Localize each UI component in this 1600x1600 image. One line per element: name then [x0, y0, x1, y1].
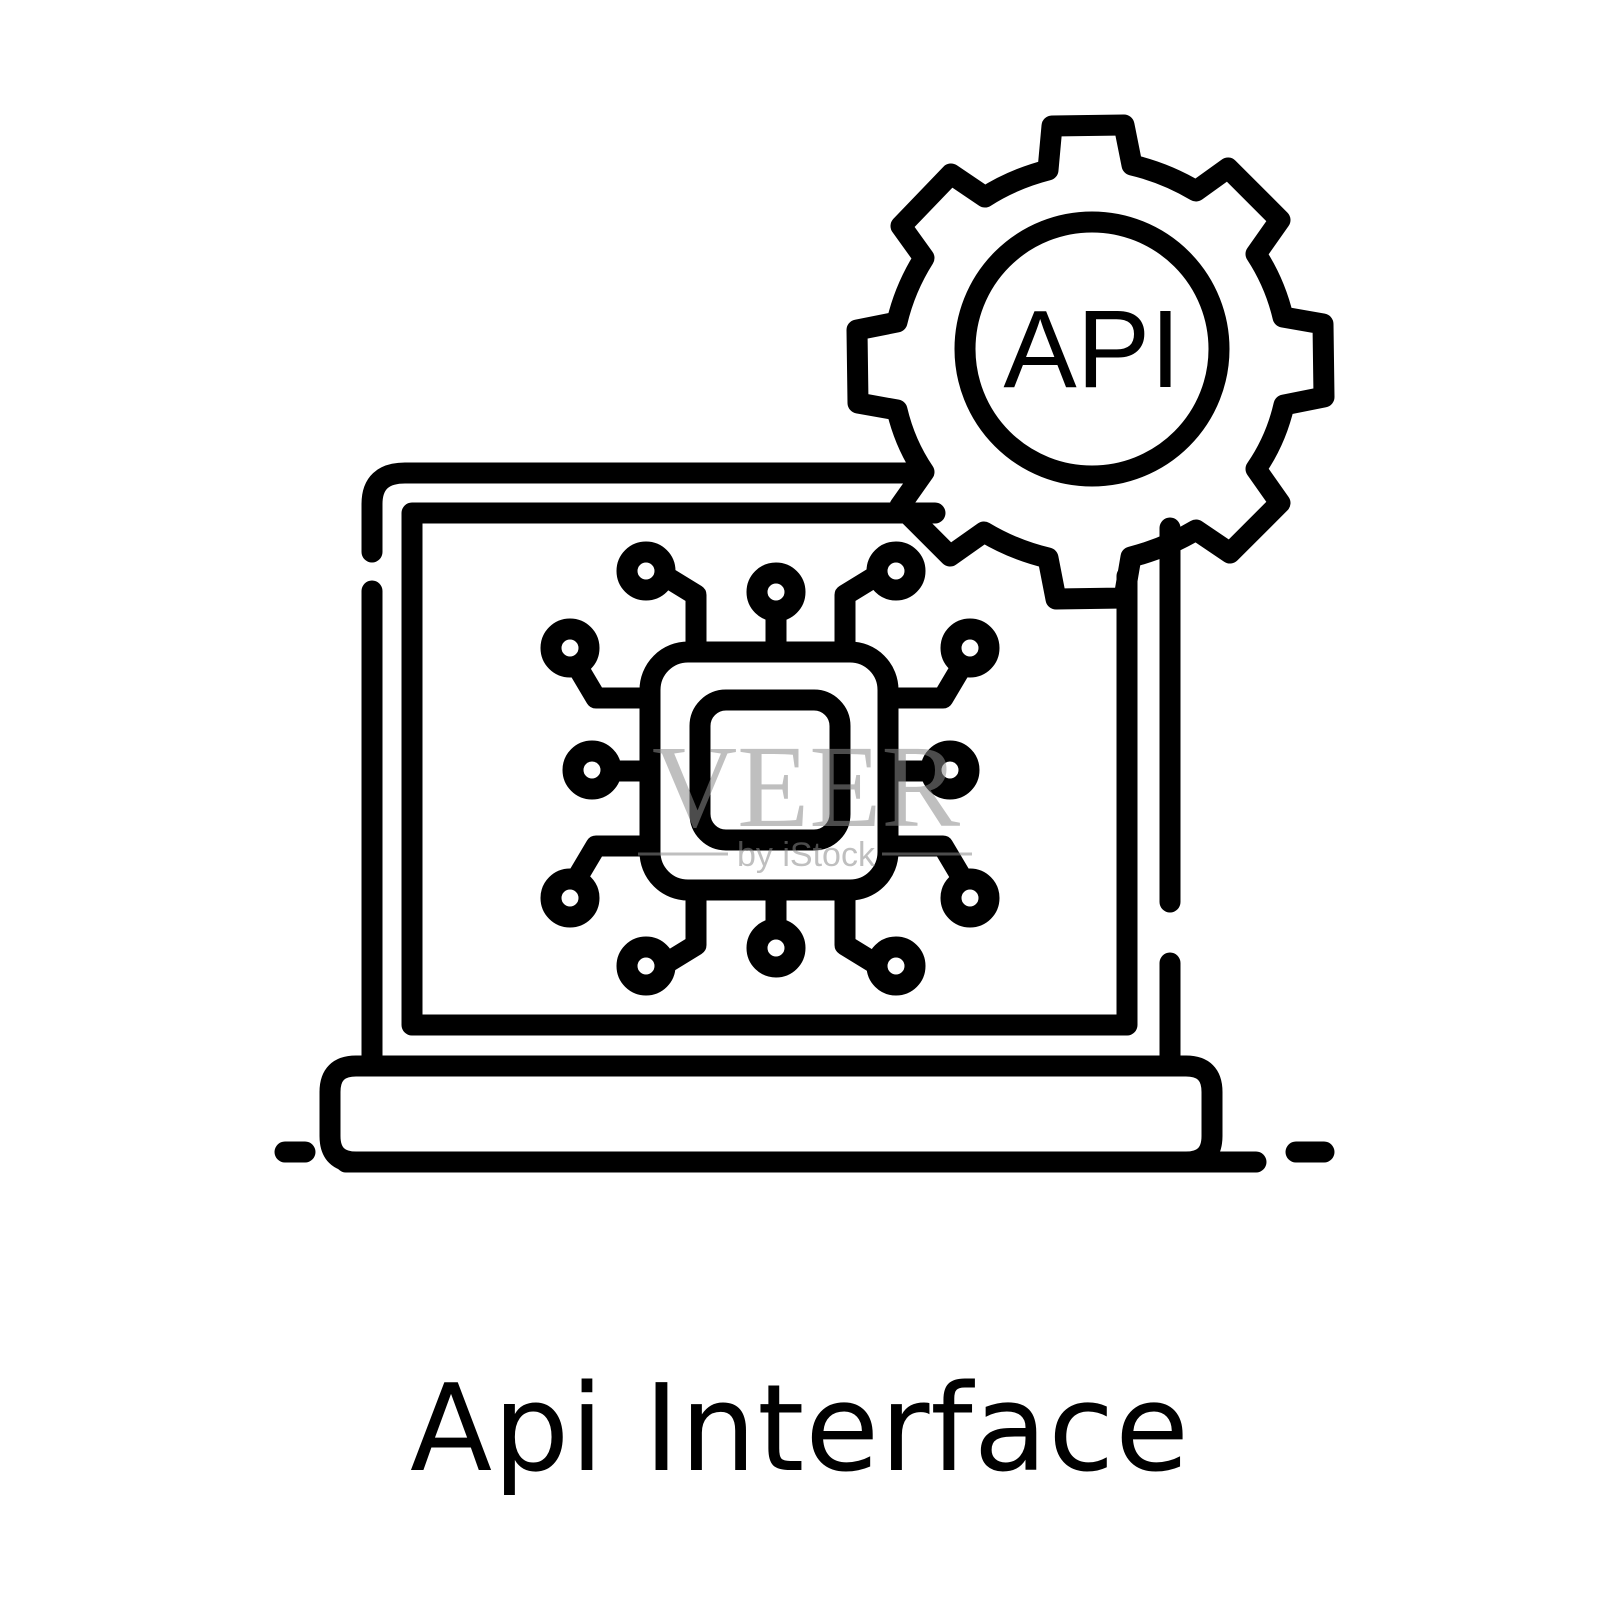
lead-bottom-left — [654, 879, 707, 975]
laptop-icon — [274, 462, 1335, 1173]
caption-title: Api Interface — [410, 1360, 1190, 1499]
watermark: VEER by iStock — [638, 721, 972, 874]
node-right-bottom — [940, 868, 1000, 928]
watermark-main: VEER — [652, 721, 960, 852]
node-bottom-left — [616, 936, 676, 996]
lead-right-bottom — [877, 835, 973, 889]
lead-top-left — [654, 565, 707, 663]
node-top-center — [746, 562, 806, 622]
gear-icon — [846, 114, 1335, 610]
node-right-middle — [920, 740, 980, 800]
circuit-chip-icon — [540, 541, 1000, 996]
node-right-top — [940, 618, 1000, 678]
node-left-top — [540, 618, 600, 678]
laptop-lid-outline — [361, 462, 931, 563]
gear-hub-ring — [954, 211, 1230, 487]
lead-bottom-right — [834, 879, 887, 975]
lead-left-bottom — [566, 835, 661, 889]
node-bottom-right — [866, 936, 926, 996]
node-bottom-center — [746, 918, 806, 978]
gear-outline — [846, 114, 1335, 610]
watermark-sub: by iStock — [737, 836, 876, 874]
gear-label: API — [1003, 288, 1180, 411]
laptop-screen — [401, 502, 1138, 1036]
node-top-right — [866, 541, 926, 601]
lead-left-top — [566, 655, 661, 709]
chip-core — [689, 689, 851, 851]
node-left-middle — [562, 740, 622, 800]
laptop-base — [319, 1055, 1223, 1173]
node-left-bottom — [540, 868, 600, 928]
node-top-left — [616, 541, 676, 601]
lead-top-right — [834, 565, 887, 663]
lead-right-top — [877, 655, 973, 709]
